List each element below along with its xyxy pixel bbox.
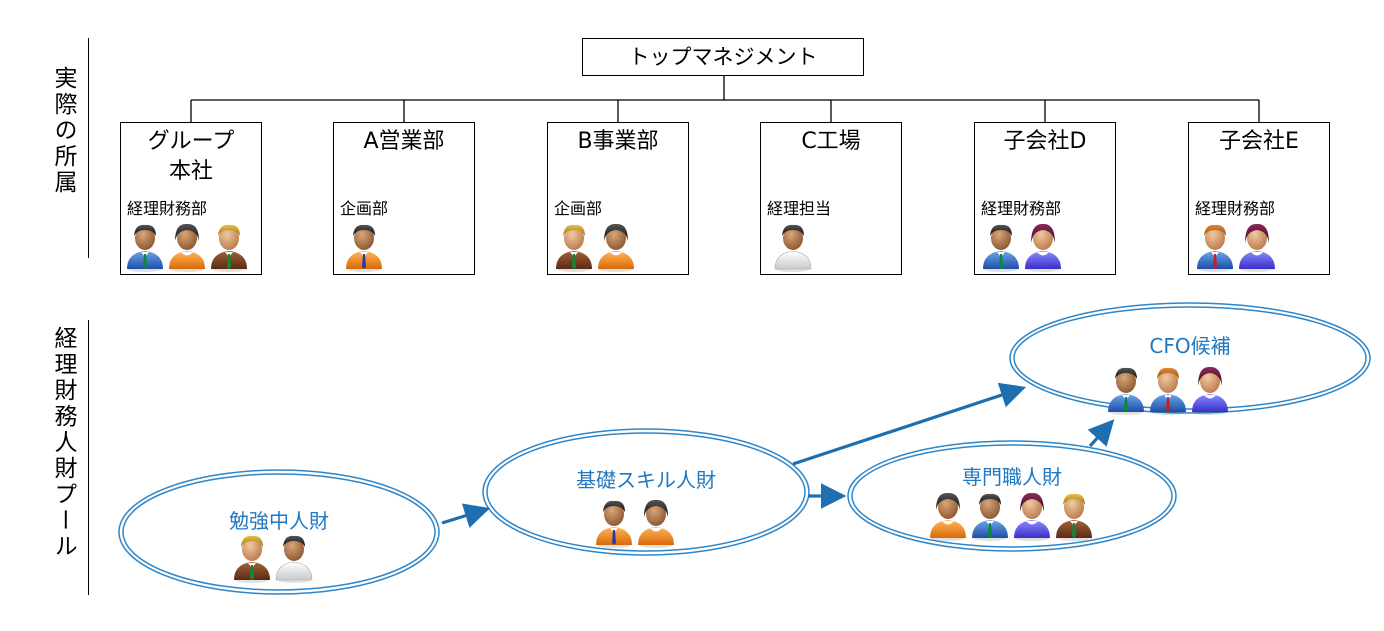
- person-blue-icon: [1148, 362, 1188, 416]
- person-purple-icon: [1012, 488, 1052, 542]
- person-orange-icon: [596, 219, 636, 273]
- pool-ellipse-specialist: [847, 440, 1177, 552]
- person-brown-icon: [1054, 488, 1094, 542]
- pool-people-basic-skill: [594, 495, 676, 549]
- pool-people-specialist: [928, 488, 1094, 542]
- pool-ellipse-basic-skill: [482, 428, 810, 556]
- unit-box-subsidiary-d: 子会社D 経理財務部: [974, 122, 1116, 275]
- unit-name: 子会社D: [1003, 129, 1087, 154]
- unit-box-c-factory: C工場 経理担当: [760, 122, 902, 275]
- person-blue-icon: [1106, 362, 1146, 416]
- unit-box-subsidiary-e: 子会社E 経理財務部: [1188, 122, 1330, 275]
- person-purple-icon: [1237, 219, 1277, 273]
- pool-label-basic-skill: 基礎スキル人財: [576, 468, 716, 492]
- side-label-actual-affiliation: 実際の所属: [50, 66, 76, 196]
- unit-dept: 企画部: [340, 199, 389, 218]
- unit-dept: 企画部: [554, 199, 603, 218]
- person-brown-icon: [209, 219, 249, 273]
- person-orange-icon: [594, 495, 634, 549]
- unit-name: C工場: [801, 129, 861, 154]
- person-purple-icon: [1023, 219, 1063, 273]
- person-purple-icon: [1190, 362, 1230, 416]
- person-blue-icon: [970, 488, 1010, 542]
- unit-box-b-business: B事業部 企画部: [547, 122, 689, 275]
- unit-box-group-hq: グループ 本社 経理財務部: [120, 122, 262, 275]
- person-brown-icon: [232, 530, 272, 584]
- unit-box-a-sales: A営業部 企画部: [333, 122, 475, 275]
- unit-dept: 経理財務部: [127, 199, 208, 218]
- pool-label-studying: 勉強中人財: [229, 509, 329, 533]
- unit-dept: 経理担当: [767, 199, 832, 218]
- pool-ellipse-studying: [118, 469, 440, 595]
- person-orange-icon: [167, 219, 207, 273]
- person-blue-icon: [125, 219, 165, 273]
- person-white-icon: [773, 219, 813, 273]
- person-blue-icon: [1195, 219, 1235, 273]
- unit-dept: 経理財務部: [1195, 199, 1276, 218]
- pool-people-studying: [232, 530, 314, 584]
- top-management-box: トップマネジメント: [582, 38, 864, 76]
- side-divider-top: [88, 38, 89, 258]
- person-orange-icon: [928, 488, 968, 542]
- side-divider-bottom: [88, 320, 89, 595]
- unit-name: A営業部: [363, 129, 445, 154]
- person-orange-icon: [344, 219, 384, 273]
- person-white-icon: [274, 530, 314, 584]
- pool-label-cfo-candidate: CFO候補: [1149, 334, 1231, 358]
- top-management-label: トップマネジメント: [628, 45, 818, 69]
- unit-dept: 経理財務部: [981, 199, 1062, 218]
- pool-ellipse-cfo-candidate: [1009, 302, 1371, 414]
- arrow-specialist-to-cfo: [1087, 419, 1115, 448]
- arrow-basic-to-cfo: [792, 382, 1027, 466]
- person-orange-icon: [636, 495, 676, 549]
- pool-label-specialist: 専門職人財: [962, 465, 1062, 489]
- unit-name: 子会社E: [1219, 129, 1299, 154]
- unit-name: B事業部: [577, 129, 659, 154]
- arrow-studying-to-basic: [441, 503, 491, 528]
- unit-name: グループ 本社: [147, 129, 235, 184]
- pool-people-cfo-candidate: [1106, 362, 1230, 416]
- side-label-talent-pool: 経理財務人財プール: [50, 326, 76, 560]
- person-blue-icon: [981, 219, 1021, 273]
- person-brown-icon: [554, 219, 594, 273]
